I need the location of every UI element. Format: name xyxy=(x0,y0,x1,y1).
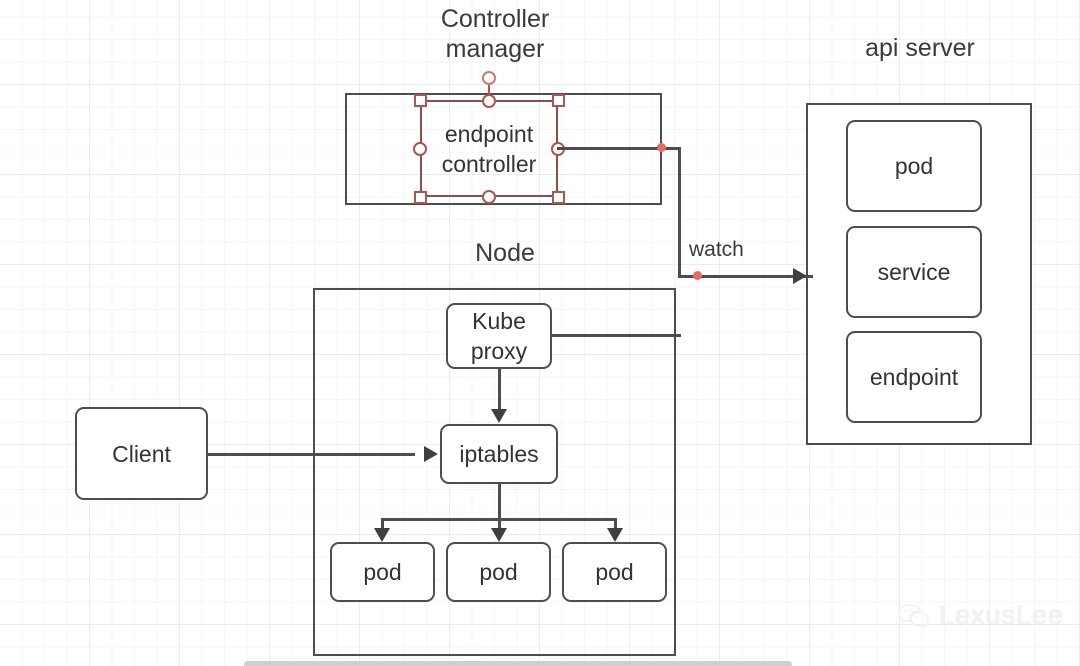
node-pod-label-2: pod xyxy=(479,559,518,585)
edge-watch-label: watch xyxy=(689,238,744,261)
resize-handle-s[interactable] xyxy=(482,190,496,204)
edge-kubeproxy-to-iptables[interactable] xyxy=(498,369,501,411)
iptables-box[interactable]: iptables xyxy=(440,424,558,484)
edge-kubeproxy-to-iptables-arrowhead xyxy=(491,409,507,423)
resize-handle-n[interactable] xyxy=(482,94,496,108)
node-pod-label-3: pod xyxy=(595,559,634,585)
edge-iptables-to-pod-1[interactable] xyxy=(381,518,384,533)
resize-handle-w[interactable] xyxy=(413,142,427,156)
api-server-service-box[interactable]: service xyxy=(846,226,982,318)
edge-watch-segment-top[interactable] xyxy=(557,147,681,150)
api-server-endpoint-box[interactable]: endpoint xyxy=(846,331,982,423)
horizontal-scrollbar[interactable] xyxy=(244,661,792,666)
edge-iptables-to-pod-3[interactable] xyxy=(614,518,617,533)
wechat-icon xyxy=(898,603,929,628)
client-box[interactable]: Client xyxy=(75,407,208,500)
api-server-service-label: service xyxy=(877,259,951,285)
edge-kubeproxy-to-apiserver[interactable] xyxy=(551,334,681,337)
kube-proxy-box[interactable]: Kube proxy xyxy=(446,303,552,369)
node-pod-box-3[interactable]: pod xyxy=(562,542,667,602)
controller-manager-title: Controller manager xyxy=(440,5,550,63)
node-pod-box-1[interactable]: pod xyxy=(330,542,435,602)
edge-client-to-iptables[interactable] xyxy=(208,453,415,456)
node-group[interactable] xyxy=(313,288,676,656)
api-server-title: api server xyxy=(865,34,975,62)
node-title: Node xyxy=(475,239,535,267)
edge-iptables-to-pod-3-arrowhead xyxy=(607,528,623,542)
node-pod-box-2[interactable]: pod xyxy=(446,542,551,602)
rotate-handle[interactable] xyxy=(482,71,496,85)
resize-handle-sw[interactable] xyxy=(414,191,427,204)
edge-watch-arrowhead xyxy=(793,268,807,284)
edge-iptables-to-pod-2[interactable] xyxy=(498,518,501,533)
endpoint-controller-box[interactable]: endpoint controller xyxy=(420,100,558,197)
watermark-text: LexusLee xyxy=(939,600,1065,630)
watermark: LexusLee xyxy=(898,600,1064,631)
edge-iptables-to-pod-1-arrowhead xyxy=(374,528,390,542)
endpoint-controller-label: endpoint controller xyxy=(441,120,537,177)
selection-frame xyxy=(420,100,558,197)
rotate-handle-stem xyxy=(488,81,490,101)
resize-handle-nw[interactable] xyxy=(414,94,427,107)
resize-handle-se[interactable] xyxy=(552,191,565,204)
edge-iptables-to-pod-2-arrowhead xyxy=(491,528,507,542)
client-label: Client xyxy=(112,440,171,467)
edge-watch-endpoint-dot-source xyxy=(657,143,666,152)
edge-watch-endpoint-dot-target xyxy=(693,271,702,280)
edge-iptables-trunk[interactable] xyxy=(498,484,501,520)
iptables-label: iptables xyxy=(459,441,539,467)
edge-watch-segment-bottom[interactable] xyxy=(678,275,813,278)
node-pod-label-1: pod xyxy=(363,559,402,585)
kube-proxy-label: Kube proxy xyxy=(470,308,528,364)
edge-client-to-iptables-arrowhead xyxy=(424,446,438,462)
api-server-pod-label: pod xyxy=(894,153,934,179)
resize-handle-ne[interactable] xyxy=(552,94,565,107)
edge-watch-segment-vertical[interactable] xyxy=(678,147,681,277)
api-server-pod-box[interactable]: pod xyxy=(846,120,982,212)
api-server-endpoint-label: endpoint xyxy=(869,364,959,390)
